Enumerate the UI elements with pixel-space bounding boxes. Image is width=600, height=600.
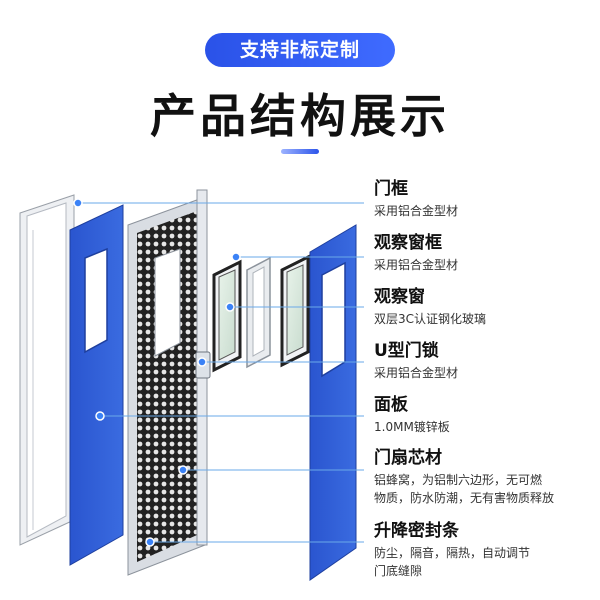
customization-badge: 支持非标定制 (205, 33, 395, 67)
page-title: 产品结构展示 (150, 89, 450, 143)
component-desc: 1.0MM镀锌板 (374, 420, 450, 434)
component-name: 门扇芯材 (374, 448, 442, 468)
component-desc: 物质，防水防潮，无有害物质释放 (374, 491, 555, 505)
component-desc: 铝蜂窝，为铝制六边形，无可燃 (374, 473, 543, 487)
component-name: 观察窗框 (374, 233, 442, 253)
observation-window-frame-back (280, 254, 310, 368)
component-name: 门框 (374, 179, 408, 199)
component-name: U型门锁 (374, 341, 439, 361)
label-u-lock: U型门锁 采用铝合金型材 (374, 340, 458, 382)
door-core-honeycomb (127, 189, 208, 576)
component-desc: 双层3C认证钢化玻璃 (374, 312, 487, 326)
door-panel-front (69, 204, 124, 566)
label-door-frame: 门框 采用铝合金型材 (374, 178, 458, 220)
label-core-material: 门扇芯材 铝蜂窝，为铝制六边形，无可燃 物质，防水防潮，无有害物质释放 (374, 447, 554, 507)
observation-window-glass (246, 256, 271, 369)
observation-window-frame (212, 259, 242, 373)
label-window-frame: 观察窗框 采用铝合金型材 (374, 232, 458, 274)
component-desc: 采用铝合金型材 (374, 366, 459, 380)
component-desc: 采用铝合金型材 (374, 258, 459, 272)
component-name: 升降密封条 (374, 521, 459, 541)
title-underline (281, 149, 319, 154)
label-seal-strip: 升降密封条 防尘，隔音，隔热，自动调节 门底缝隙 (374, 520, 530, 580)
component-name: 观察窗 (374, 287, 425, 307)
label-panel: 面板 1.0MM镀锌板 (374, 394, 450, 436)
door-panel-back (309, 224, 357, 581)
component-desc: 门底缝隙 (374, 564, 423, 578)
door-frame (19, 194, 75, 546)
leader-lines (78, 202, 364, 543)
label-window-glass: 观察窗 双层3C认证钢化玻璃 (374, 286, 486, 328)
component-desc: 采用铝合金型材 (374, 204, 459, 218)
component-desc: 防尘，隔音，隔热，自动调节 (374, 546, 531, 560)
leader-dots (73, 198, 241, 547)
component-name: 面板 (374, 395, 408, 415)
